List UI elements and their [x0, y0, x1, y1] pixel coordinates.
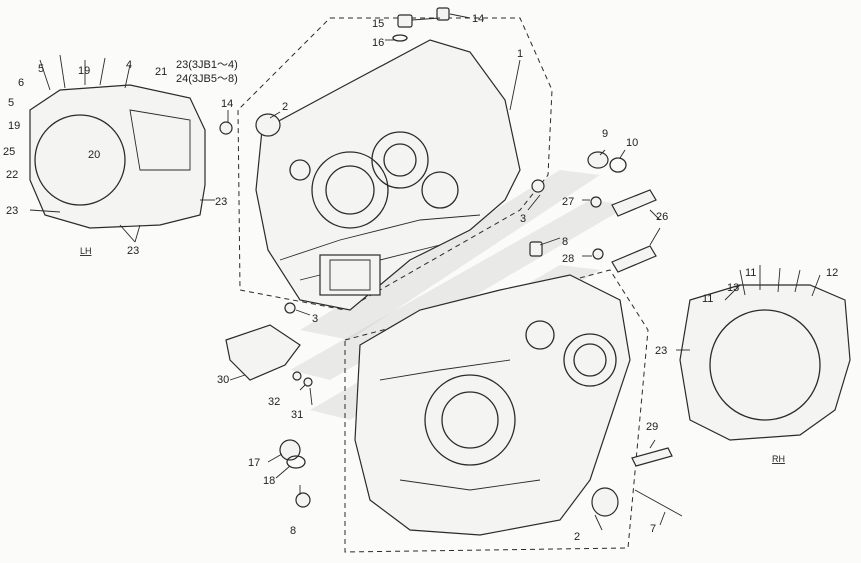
caption-lh: LH: [80, 246, 92, 256]
label-25: 25: [3, 146, 15, 158]
label-5-a: 5: [38, 63, 44, 75]
label-21: 21: [155, 66, 167, 78]
label-2-bottom: 2: [574, 531, 580, 543]
label-23-left: 23: [6, 205, 18, 217]
label-4: 4: [126, 59, 132, 71]
label-23-rh: 23: [655, 345, 667, 357]
leader-lines: [29, 13, 741, 531]
label-23-bottom: 23: [127, 245, 139, 257]
label-5-b: 5: [8, 97, 14, 109]
label-13: 13: [727, 282, 739, 294]
label-23-note: 23(3JB1～4): [176, 59, 238, 71]
right-cover: [679, 265, 851, 441]
label-12: 12: [826, 267, 838, 279]
label-11-b: 11: [702, 293, 713, 305]
label-8-right: 8: [562, 236, 568, 248]
label-3-left: 3: [312, 313, 318, 325]
label-17: 17: [248, 457, 260, 469]
label-26: 26: [656, 211, 668, 223]
label-15: 15: [372, 18, 384, 30]
label-14-top: 14: [472, 13, 484, 25]
right-crankcase-half: [354, 274, 631, 536]
label-10: 10: [626, 137, 638, 149]
label-27: 27: [562, 196, 574, 208]
small-parts: [219, 7, 683, 517]
label-20: 20: [88, 149, 100, 161]
label-23-right: 23: [215, 196, 227, 208]
label-6: 6: [18, 77, 24, 89]
label-2-top: 2: [282, 101, 288, 113]
label-19-a: 19: [78, 65, 90, 77]
label-16: 16: [372, 37, 384, 49]
part-labels: 15 16 14 1 14 2 3 3 8 9 10 27 28 26 29 2…: [3, 13, 838, 543]
label-32: 32: [268, 396, 280, 408]
caption-rh: RH: [772, 454, 785, 464]
label-8-bottom: 8: [290, 525, 296, 537]
label-24-note: 24(3JB5～8): [176, 73, 238, 85]
boundary-left-case: [237, 17, 553, 311]
label-31: 31: [291, 409, 303, 421]
label-22: 22: [6, 169, 18, 181]
label-1: 1: [517, 48, 523, 60]
left-crankcase-half: [255, 39, 521, 311]
label-14-left: 14: [221, 98, 233, 110]
label-3-right: 3: [520, 213, 526, 225]
label-7: 7: [650, 523, 656, 535]
label-19-b: 19: [8, 120, 20, 132]
label-9: 9: [602, 128, 608, 140]
label-29: 29: [646, 421, 658, 433]
label-28: 28: [562, 253, 574, 265]
label-30: 30: [217, 374, 229, 386]
label-18: 18: [263, 475, 275, 487]
left-cover: [29, 54, 206, 229]
label-11-a: 11: [745, 267, 756, 279]
